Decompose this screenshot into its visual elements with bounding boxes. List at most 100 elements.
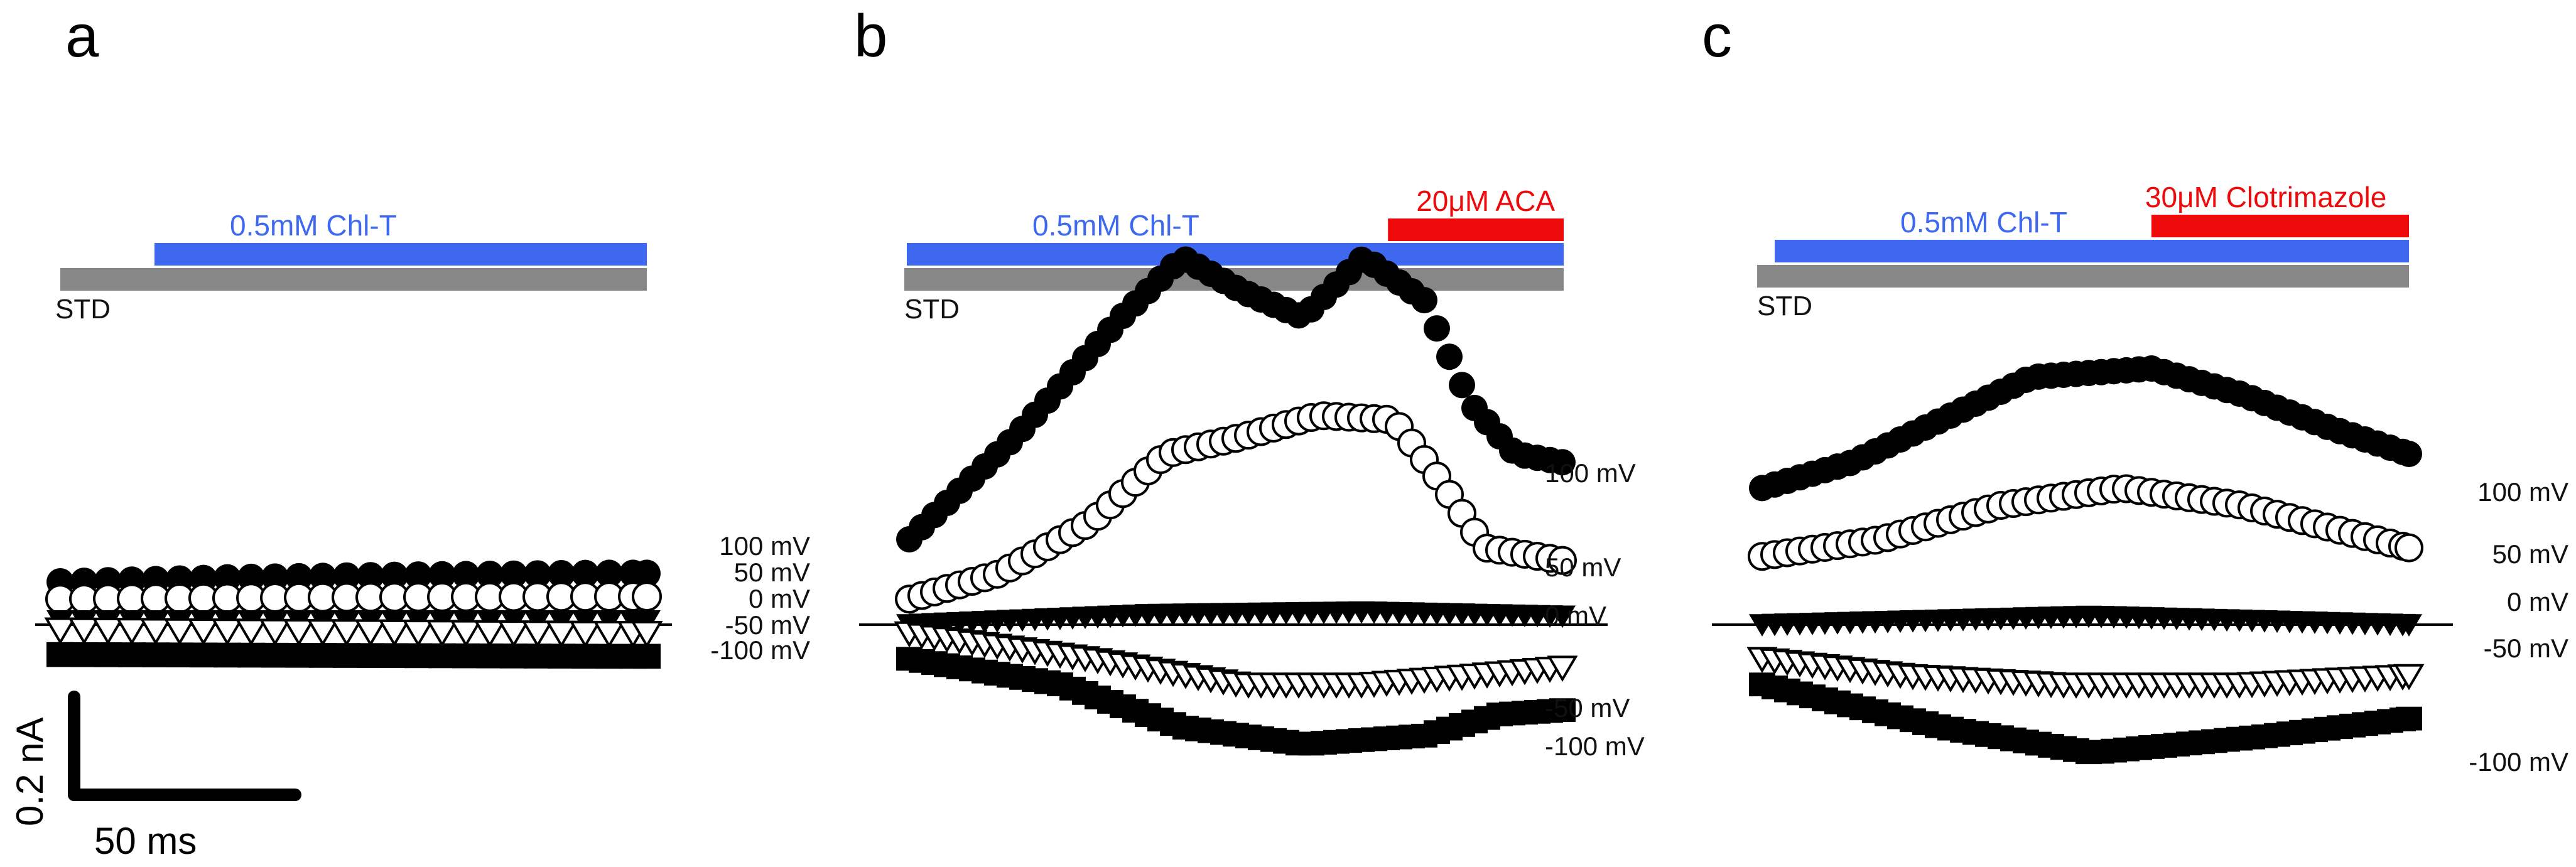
data-point	[285, 642, 313, 668]
data-point	[2396, 614, 2422, 637]
data-point	[2395, 533, 2423, 563]
data-point	[142, 642, 170, 667]
data-point	[235, 618, 268, 646]
data-point	[630, 621, 663, 649]
data-point	[330, 619, 363, 647]
panel-letter-a: a	[65, 3, 99, 70]
std-label: STD	[55, 294, 111, 325]
data-point	[2393, 664, 2425, 691]
data-point	[237, 642, 265, 668]
voltage-label: 0 mV	[1545, 601, 1606, 630]
data-point	[426, 620, 458, 647]
voltage-label: -50 mV	[1545, 693, 1630, 723]
data-point	[1549, 698, 1576, 723]
voltage-label: 0 mV	[749, 584, 810, 613]
data-point	[381, 643, 408, 669]
data-point	[214, 642, 241, 668]
data-point	[70, 642, 98, 667]
blocker-bar	[2151, 215, 2409, 237]
data-point	[404, 561, 432, 590]
data-point	[259, 618, 291, 647]
voltage-label: -100 mV	[710, 635, 810, 665]
data-point	[476, 561, 504, 589]
voltage-label: 100 mV	[1545, 458, 1636, 488]
data-point	[378, 619, 411, 647]
data-point	[163, 618, 196, 646]
data-point	[500, 644, 528, 669]
voltage-label: -50 mV	[2484, 633, 2568, 663]
std-label: STD	[1757, 291, 1812, 321]
voltage-label: 50 mV	[2492, 539, 2568, 569]
data-point	[545, 620, 578, 648]
series-0mV	[1749, 605, 2422, 637]
blocker-bar	[1388, 218, 1564, 241]
scale-label-current: 0.2 nA	[9, 718, 51, 826]
series-minus50mV	[1746, 647, 2425, 699]
data-point	[44, 617, 77, 645]
data-point	[1449, 372, 1475, 399]
data-point	[1548, 546, 1577, 575]
series-50mV	[895, 401, 1577, 614]
voltage-label: 100 mV	[719, 531, 810, 561]
data-point	[524, 644, 551, 669]
data-point	[2396, 706, 2422, 731]
data-point	[285, 563, 313, 591]
data-point	[593, 621, 625, 649]
data-point	[190, 642, 217, 668]
data-point	[139, 618, 172, 645]
data-point	[500, 560, 528, 588]
series-minus100mV	[896, 647, 1576, 756]
data-point	[381, 561, 408, 590]
data-point	[261, 642, 289, 668]
chl-t-label: 0.5mM Chl-T	[1032, 209, 1199, 242]
blocker-label: 20μM ACA	[1416, 185, 1555, 217]
data-point	[633, 644, 661, 669]
data-point	[92, 618, 124, 645]
data-point	[476, 643, 504, 669]
data-point	[309, 563, 337, 591]
voltage-label: 0 mV	[2507, 587, 2568, 617]
series-minus100mV	[46, 642, 661, 669]
data-point	[633, 559, 661, 588]
series-50mV	[1748, 474, 2423, 571]
chl-t-label: 0.5mM Chl-T	[230, 209, 397, 242]
scale-label-time: 50 ms	[94, 820, 197, 862]
data-point	[632, 581, 662, 612]
series-50mV	[45, 581, 662, 615]
data-point	[116, 618, 148, 645]
data-point	[357, 562, 384, 590]
data-point	[402, 620, 435, 647]
data-point	[68, 617, 100, 645]
data-point	[474, 620, 506, 648]
voltage-label: -100 mV	[2469, 747, 2568, 777]
data-point	[333, 562, 360, 590]
std-bar	[60, 268, 647, 291]
data-point	[118, 642, 146, 667]
data-point	[187, 618, 220, 646]
data-point	[452, 643, 480, 669]
data-point	[521, 620, 554, 648]
data-point	[2396, 441, 2422, 467]
chl-t-label: 0.5mM Chl-T	[1900, 206, 2067, 239]
data-point	[354, 619, 387, 647]
data-point	[404, 643, 432, 669]
data-point	[357, 643, 384, 668]
data-point	[261, 563, 289, 591]
data-point	[569, 620, 602, 649]
series-100mV	[1749, 355, 2422, 502]
data-point	[548, 644, 575, 669]
data-point	[166, 642, 193, 667]
data-point	[333, 643, 360, 668]
data-point	[283, 618, 315, 647]
series-minus50mV	[44, 617, 663, 649]
panel-letter-b: b	[854, 3, 887, 70]
data-point	[428, 643, 456, 669]
series-100mV	[896, 246, 1576, 552]
voltage-label: 100 mV	[2477, 477, 2568, 507]
series-minus100mV	[1749, 672, 2422, 765]
data-point	[595, 644, 623, 669]
data-point	[571, 644, 599, 669]
